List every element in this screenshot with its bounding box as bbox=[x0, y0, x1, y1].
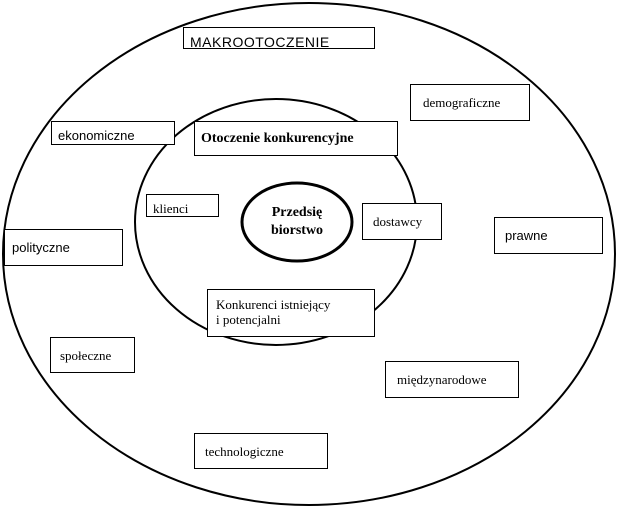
macro-environment-title: MAKROOTOCZENIE bbox=[183, 27, 375, 49]
competitive-environment-label: Otoczenie konkurencyjne bbox=[194, 121, 398, 156]
factor-polityczne: polityczne bbox=[4, 229, 123, 266]
factor-technologiczne: technologiczne bbox=[194, 433, 328, 469]
factor-dostawcy: dostawcy bbox=[362, 203, 442, 240]
factor-spoleczne: społeczne bbox=[50, 337, 135, 373]
factor-ekonomiczne: ekonomiczne bbox=[51, 121, 175, 145]
enterprise-core-ring bbox=[240, 181, 354, 263]
factor-klienci: klienci bbox=[146, 194, 219, 217]
factor-demograficzne: demograficzne bbox=[410, 84, 530, 121]
factor-konkurenci: Konkurenci istniejący i potencjalni bbox=[207, 289, 375, 337]
factor-miedzynarodowe: międzynarodowe bbox=[385, 361, 519, 398]
enterprise-core: Przedsię biorstwo bbox=[270, 205, 324, 238]
factor-prawne: prawne bbox=[494, 217, 603, 254]
